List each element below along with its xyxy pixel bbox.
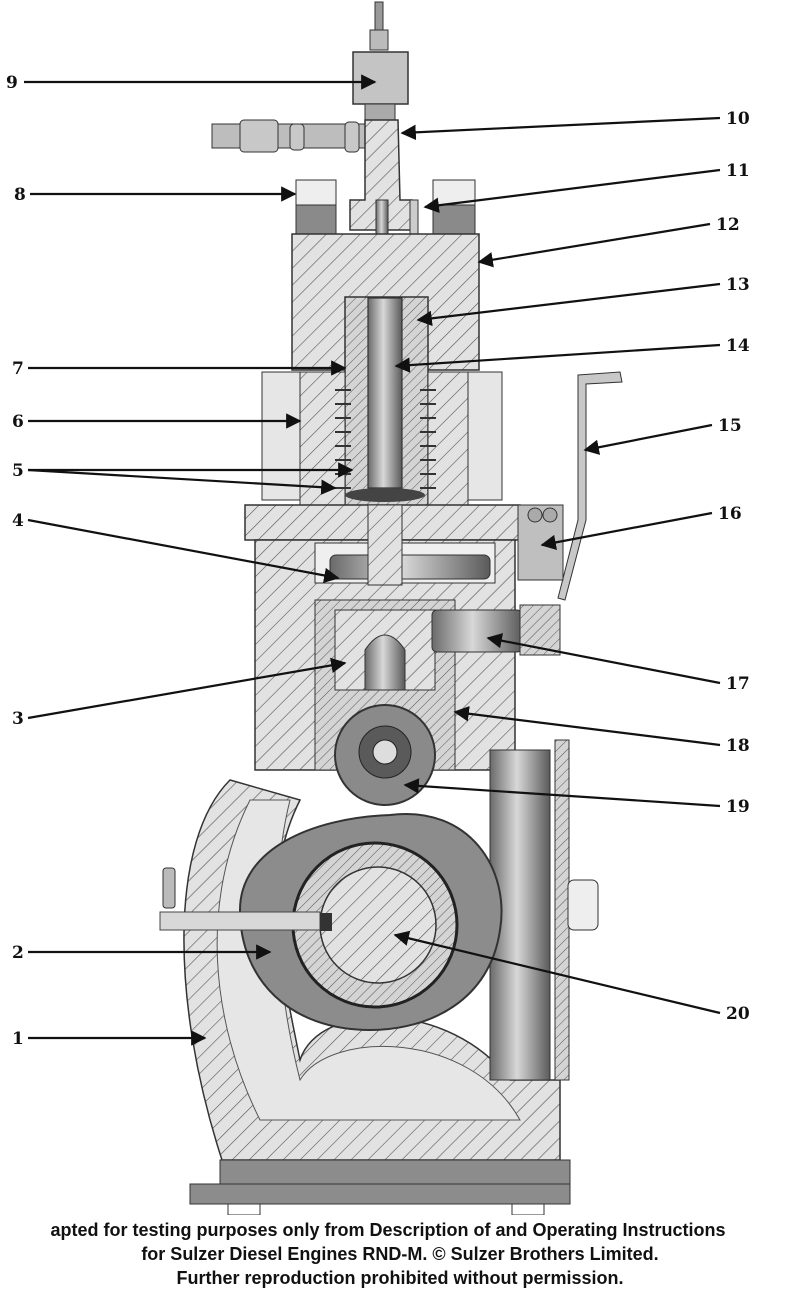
cover-bolts (295, 179, 476, 256)
label-9: 9 (6, 73, 18, 93)
fuel-delivery-pipe (211, 119, 368, 153)
plunger-springs (335, 389, 436, 489)
label-19: 19 (726, 797, 750, 817)
label-11: 11 (726, 161, 750, 181)
pump-cross-section-diagram: 1 2 3 4 5 6 7 8 9 10 11 12 13 14 15 16 1… (6, 1, 750, 1215)
label-13: 13 (726, 275, 750, 295)
leader-14 (394, 343, 721, 373)
label-16: 16 (718, 504, 742, 524)
leader-4 (27, 518, 340, 584)
label-12: 12 (716, 215, 740, 235)
leader-13 (416, 282, 721, 327)
base-plate (219, 1159, 571, 1185)
caption-line-2: for Sulzer Diesel Engines RND-M. © Sulze… (141, 1244, 659, 1264)
leader-11 (423, 168, 721, 213)
leader-19 (403, 778, 721, 808)
leader-5b (27, 468, 337, 495)
leader-10 (400, 116, 721, 141)
figure-caption: apted for testing purposes only from Des… (0, 1218, 800, 1290)
label-6: 6 (12, 412, 24, 432)
control-lever (557, 371, 623, 601)
label-14: 14 (726, 336, 750, 356)
label-7: 7 (12, 359, 24, 379)
spring-plate (345, 488, 425, 502)
label-17: 17 (726, 674, 750, 694)
foundation-plate (189, 1183, 571, 1205)
label-18: 18 (726, 736, 750, 756)
label-8: 8 (14, 185, 26, 205)
leader-12 (477, 222, 711, 268)
label-20: 20 (726, 1004, 750, 1024)
leader-17 (486, 633, 721, 685)
label-2: 2 (12, 943, 24, 963)
label-3: 3 (12, 709, 24, 729)
caption-line-3: Further reproduction prohibited without … (176, 1268, 624, 1288)
bolt-handle (162, 867, 176, 909)
plunger-shank (367, 504, 403, 586)
label-4: 4 (12, 511, 24, 531)
control-rack (329, 554, 491, 580)
leader-16 (540, 511, 713, 551)
caption-line-1: apted for testing purposes only from Des… (50, 1220, 726, 1240)
label-10: 10 (726, 109, 750, 129)
leader-20 (393, 930, 721, 1015)
label-15: 15 (718, 416, 742, 436)
leader-18 (453, 706, 721, 747)
leader-3 (27, 657, 347, 720)
guide-pin (431, 609, 523, 653)
leader-lines (24, 74, 721, 1046)
pump-plunger (367, 297, 403, 489)
part-labels: 1 2 3 4 5 6 7 8 9 10 11 12 13 14 15 16 1… (6, 73, 750, 1049)
label-1: 1 (12, 1029, 24, 1049)
leader-15 (583, 423, 713, 455)
top-valve-housing (352, 1, 409, 121)
camshaft (319, 866, 437, 984)
label-5: 5 (12, 461, 24, 481)
